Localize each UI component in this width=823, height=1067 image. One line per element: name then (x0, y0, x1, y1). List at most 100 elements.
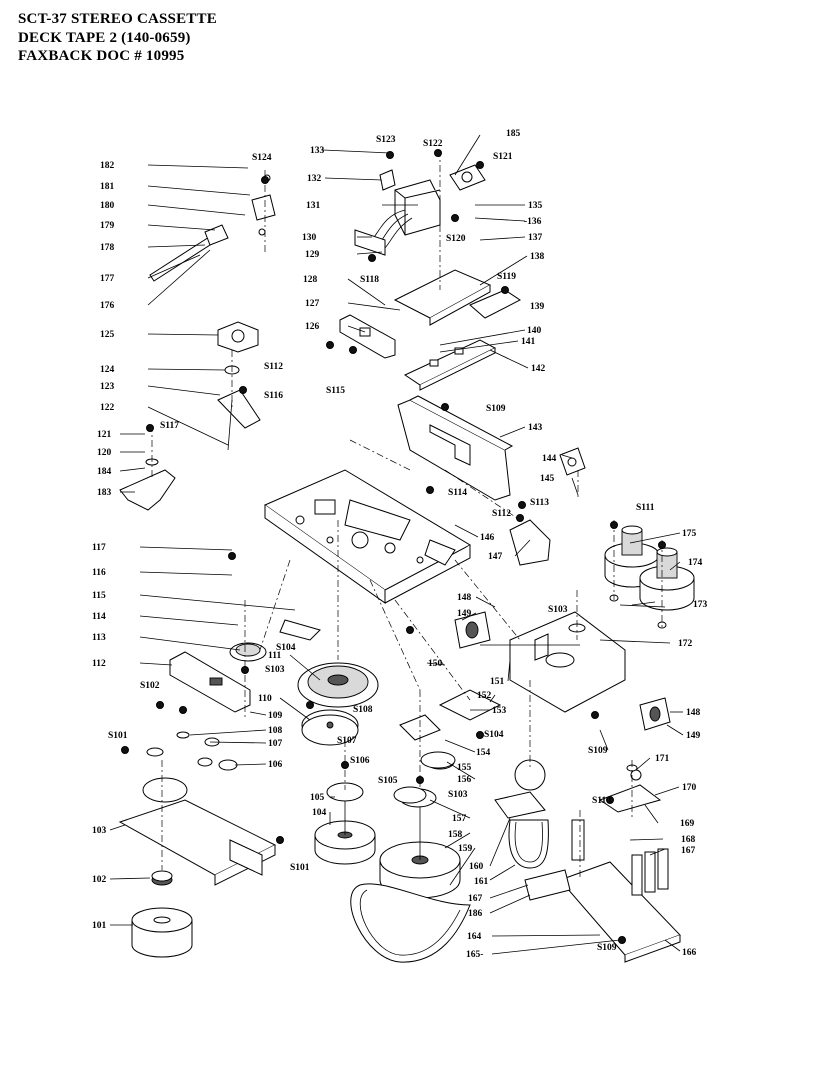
callout-138: 138 (530, 252, 545, 262)
callout-165: 165- (466, 950, 483, 960)
header-line-faxback: FAXBACK DOC # 10995 (18, 48, 185, 64)
callout-121: 121 (97, 430, 112, 440)
callout-110: 110 (258, 694, 272, 704)
callout-113: 113 (92, 633, 106, 643)
callout-114: 114 (92, 612, 106, 622)
right-chassis-151 (509, 611, 626, 713)
callout-s104a: S104 (276, 643, 296, 653)
callout-166: 166 (682, 948, 697, 958)
part-drawings (118, 164, 695, 963)
callout-180: 180 (100, 201, 115, 211)
callout-143: 143 (528, 423, 543, 433)
callout-142: 142 (531, 364, 546, 374)
callout-s104b: S104 (484, 730, 504, 740)
callout-156: 156 (457, 775, 472, 785)
callout-117: 117 (92, 543, 106, 553)
callout-s109c: S109 (597, 943, 617, 953)
callout-s115: S115 (326, 386, 345, 396)
callout-112: 112 (92, 659, 106, 669)
callout-140: 140 (527, 326, 542, 336)
callout-184: 184 (97, 467, 112, 477)
callout-133: 133 (310, 146, 325, 156)
callout-161: 161 (474, 877, 489, 887)
callout-126: 126 (305, 322, 320, 332)
callout-105: 105 (310, 793, 325, 803)
callout-s101a: S101 (108, 731, 128, 741)
head-block-131 (354, 164, 486, 256)
callout-175: 175 (682, 529, 697, 539)
callout-s107: S107 (337, 736, 357, 746)
callout-136: -136 (524, 217, 542, 227)
lever-arm-112 (169, 651, 251, 713)
callout-122: 122 (100, 403, 115, 413)
callout-106: 106 (268, 760, 283, 770)
callout-149b: 149 (686, 731, 701, 741)
callout-183: 183 (97, 488, 112, 498)
callout-107: 107 (268, 739, 283, 749)
callout-185: 185 (506, 129, 521, 139)
callout-s112b: S112 (492, 509, 511, 519)
gears-106 (146, 731, 238, 771)
part-callout-labels: 182 181 180 179 178 177 176 125 124 123 … (92, 129, 708, 960)
callout-148a: 148 (457, 593, 472, 603)
leader-lines (109, 134, 684, 955)
callout-182: 182 (100, 161, 115, 171)
pulley-104 (314, 782, 376, 865)
callout-159: 159 (458, 844, 473, 854)
callout-168: 168 (681, 835, 696, 845)
callout-130: 130 (302, 233, 317, 243)
header-line-deck: DECK TAPE 2 (140-0659) (18, 29, 191, 46)
callout-s108: S108 (353, 705, 373, 715)
callout-s103c: S103 (548, 605, 568, 615)
callout-181: 181 (100, 182, 115, 192)
callout-152: 152 (477, 691, 492, 701)
callout-127: 127 (305, 299, 320, 309)
callout-147: 147 (488, 552, 503, 562)
callout-176: 176 (100, 301, 115, 311)
callout-104: 104 (312, 808, 327, 818)
callout-169: 169 (680, 819, 695, 829)
callout-132: 132 (307, 174, 322, 184)
callout-s116: S116 (264, 391, 283, 401)
callout-158: 158 (448, 830, 463, 840)
callout-s103a: S103 (265, 665, 285, 675)
callout-150: 150 (428, 659, 443, 669)
frame-bracket-143 (397, 395, 514, 501)
callout-186: 186 (468, 909, 483, 919)
disc-110 (301, 709, 359, 746)
callout-115: 115 (92, 591, 106, 601)
callout-s124: S124 (252, 153, 272, 163)
rod-assembly-176 (149, 174, 276, 282)
callout-s119: S119 (497, 272, 516, 282)
callout-103: 103 (92, 826, 107, 836)
callout-120: 120 (97, 448, 112, 458)
callout-157: 157 (452, 814, 467, 824)
callout-101: 101 (92, 921, 107, 931)
belt-161 (494, 759, 549, 869)
callout-111: 111 (268, 651, 281, 661)
callout-141: 141 (521, 337, 536, 347)
bracket-147 (509, 519, 551, 566)
callout-167a: 167 (468, 894, 483, 904)
screws (121, 149, 666, 944)
callout-179: 179 (100, 221, 115, 231)
callout-131: 131 (306, 201, 321, 211)
bracket-153 (399, 689, 502, 741)
motor-bracket-103 (118, 777, 277, 886)
pulley-113 (229, 619, 321, 662)
callout-s117: S117 (160, 421, 179, 431)
callout-177: 177 (100, 274, 115, 284)
callout-145: 145 (540, 474, 555, 484)
callout-154: 154 (476, 748, 491, 758)
callout-s122: S122 (423, 139, 443, 149)
callout-s109a: S109 (486, 404, 506, 414)
lever-123 (217, 365, 261, 451)
callout-146: 146 (480, 533, 495, 543)
callout-125: 125 (100, 330, 115, 340)
pcb-166 (524, 819, 681, 963)
callout-s112a: S112 (264, 362, 283, 372)
callout-123: 123 (100, 382, 115, 392)
callout-153: 153 (492, 706, 507, 716)
callout-s111: S111 (636, 503, 655, 513)
